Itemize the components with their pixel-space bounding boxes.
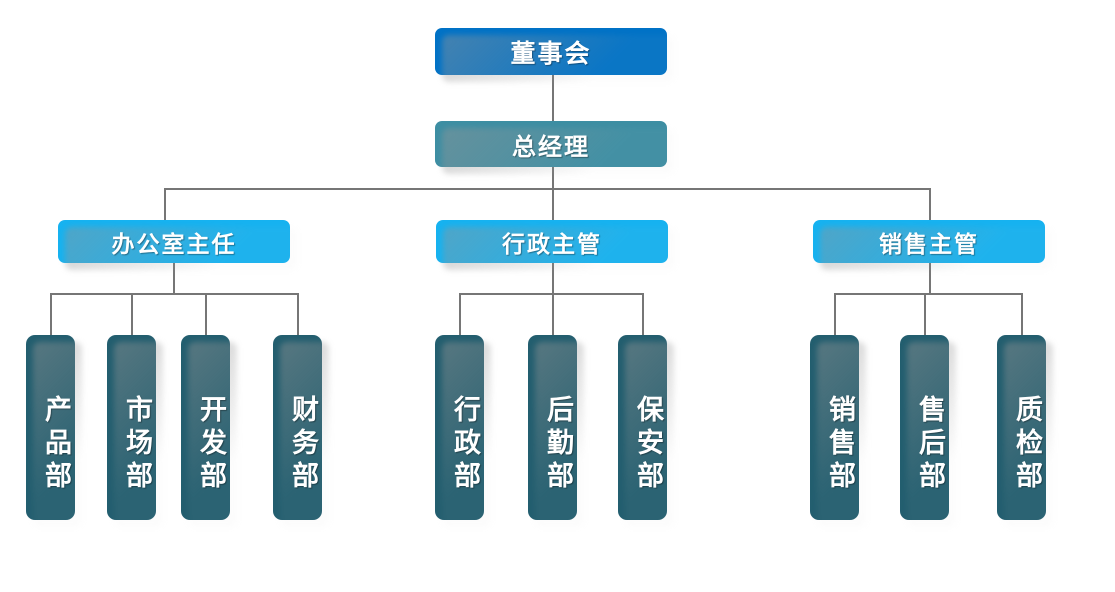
- node-general-manager-label: 总经理: [512, 132, 590, 161]
- node-sales-supervisor[interactable]: 销售主管: [813, 220, 1045, 263]
- node-dept-development-label: 开发部: [195, 395, 226, 494]
- connector-office-drop-3: [205, 293, 207, 335]
- node-dept-security-label: 保安部: [632, 395, 663, 494]
- node-dept-logistics[interactable]: 后勤部: [528, 335, 577, 520]
- node-board-label: 董事会: [510, 38, 592, 68]
- connector-sales-drop-2: [924, 293, 926, 335]
- node-office-director[interactable]: 办公室主任: [58, 220, 290, 263]
- node-dept-product[interactable]: 产品部: [26, 335, 75, 520]
- connector-office-drop-2: [131, 293, 133, 335]
- connector-admin-drop-1: [459, 293, 461, 335]
- node-office-director-label: 办公室主任: [111, 231, 237, 258]
- node-dept-logistics-label: 后勤部: [542, 395, 573, 494]
- connector-office-bus: [50, 293, 299, 295]
- connector-sales-bus: [834, 293, 1022, 295]
- node-dept-after-sales-label: 售后部: [914, 395, 945, 494]
- connector-bus-drop-admin: [552, 188, 554, 220]
- node-sales-supervisor-label: 销售主管: [879, 231, 979, 258]
- connector-bus-drop-sales: [929, 188, 931, 220]
- node-dept-sales[interactable]: 销售部: [810, 335, 859, 520]
- connector-office-drop-4: [297, 293, 299, 335]
- connector-admin-bus: [459, 293, 644, 295]
- connector-office-stem: [173, 263, 175, 294]
- node-dept-marketing-label: 市场部: [121, 395, 152, 494]
- connector-sales-stem: [929, 263, 931, 294]
- connector-bus-drop-office: [164, 188, 166, 220]
- node-general-manager[interactable]: 总经理: [435, 121, 667, 167]
- node-dept-sales-label: 销售部: [824, 395, 855, 494]
- node-dept-administration-label: 行政部: [449, 395, 480, 494]
- connector-office-drop-1: [50, 293, 52, 335]
- connector-sales-drop-1: [834, 293, 836, 335]
- node-board[interactable]: 董事会: [435, 28, 667, 75]
- node-admin-supervisor[interactable]: 行政主管: [436, 220, 668, 263]
- node-dept-marketing[interactable]: 市场部: [107, 335, 156, 520]
- connector-level3-bus: [164, 188, 931, 190]
- node-dept-quality-inspection-label: 质检部: [1011, 395, 1042, 494]
- node-dept-finance[interactable]: 财务部: [273, 335, 322, 520]
- node-dept-after-sales[interactable]: 售后部: [900, 335, 949, 520]
- connector-sales-drop-3: [1021, 293, 1023, 335]
- node-dept-security[interactable]: 保安部: [618, 335, 667, 520]
- node-admin-supervisor-label: 行政主管: [502, 231, 602, 258]
- node-dept-quality-inspection[interactable]: 质检部: [997, 335, 1046, 520]
- node-dept-administration[interactable]: 行政部: [435, 335, 484, 520]
- node-dept-development[interactable]: 开发部: [181, 335, 230, 520]
- node-dept-finance-label: 财务部: [287, 395, 318, 494]
- connector-gm-stem: [552, 167, 554, 189]
- node-dept-product-label: 产品部: [40, 395, 71, 494]
- connector-admin-drop-2: [552, 293, 554, 335]
- connector-admin-stem: [552, 263, 554, 294]
- connector-board-to-gm: [552, 75, 554, 121]
- connector-admin-drop-3: [642, 293, 644, 335]
